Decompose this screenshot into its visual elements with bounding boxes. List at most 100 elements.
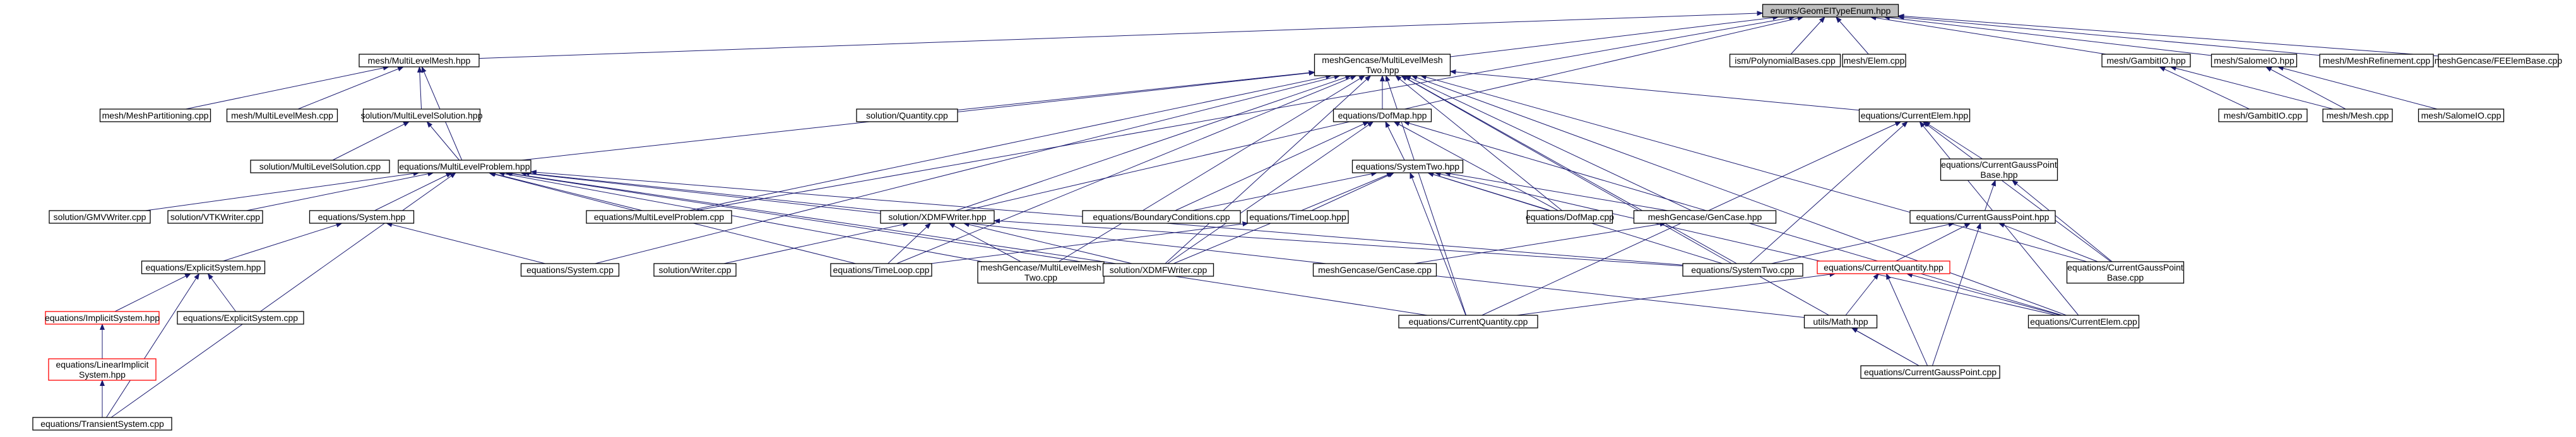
node-feeb[interactable]: meshGencase/FEElemBase.cpp bbox=[2435, 54, 2563, 67]
node-mlm[interactable]: mesh/MultiLevelMesh.hpp bbox=[359, 54, 480, 67]
node-mlsc[interactable]: solution/MultiLevelSolution.cpp bbox=[250, 160, 390, 173]
node-label: Base.cpp bbox=[2107, 272, 2144, 283]
node-box bbox=[49, 210, 151, 224]
node-elem[interactable]: mesh/Elem.cpp bbox=[1842, 54, 1906, 67]
node-bcc[interactable]: equations/BoundaryConditions.cpp bbox=[1082, 210, 1241, 224]
node-root[interactable]: enums/GeomElTypeEnum.hpp bbox=[1762, 4, 1899, 18]
node-box bbox=[830, 263, 932, 277]
edge-cqc-to-cqh bbox=[1516, 272, 1836, 316]
node-sysc[interactable]: equations/System.cpp bbox=[520, 263, 620, 277]
edge-stc-to-ceh bbox=[1749, 121, 1908, 264]
node-tsc[interactable]: equations/TransientSystem.cpp bbox=[32, 417, 172, 431]
node-meshc[interactable]: mesh/Mesh.cpp bbox=[2322, 108, 2393, 122]
node-box bbox=[2066, 261, 2185, 284]
node-box bbox=[586, 210, 732, 224]
edge-bcc-to-sth bbox=[1192, 171, 1378, 211]
node-label: equations/TimeLoop.hpp bbox=[1249, 212, 1346, 222]
node-label: ism/PolynomialBases.cpp bbox=[1735, 55, 1836, 66]
node-stc[interactable]: equations/SystemTwo.cpp bbox=[1682, 263, 1803, 277]
edge-ceh-to-mgmt bbox=[1449, 69, 1860, 111]
node-gmvc[interactable]: solution/GMVWriter.cpp bbox=[49, 210, 151, 224]
edge-cgpbc-to-ceh bbox=[1922, 121, 2111, 262]
node-sysh[interactable]: equations/System.hpp bbox=[309, 210, 415, 224]
edge-tsc-to-esh bbox=[106, 273, 200, 418]
node-cec[interactable]: equations/CurrentElem.cpp bbox=[2027, 315, 2140, 329]
edge-mlsc-to-mlsh bbox=[332, 121, 410, 161]
edge-xdmfc-to-mgmt bbox=[1165, 75, 1372, 264]
node-soh[interactable]: mesh/SalomeIO.hpp bbox=[2211, 54, 2298, 67]
node-box bbox=[167, 210, 263, 224]
node-tlh[interactable]: equations/TimeLoop.hpp bbox=[1247, 210, 1349, 224]
node-box bbox=[177, 311, 304, 325]
node-qc[interactable]: solution/Quantity.cpp bbox=[856, 108, 958, 122]
node-mref[interactable]: mesh/MeshRefinement.cpp bbox=[2319, 54, 2434, 67]
node-box bbox=[48, 358, 157, 381]
node-esh[interactable]: equations/ExplicitSystem.hpp bbox=[141, 260, 266, 274]
edge-bcc-to-dmh bbox=[1175, 121, 1370, 211]
node-cgpc[interactable]: equations/CurrentGaussPoint.cpp bbox=[1860, 365, 2000, 379]
node-xdmfh[interactable]: solution/XDMFWriter.hpp bbox=[880, 210, 995, 224]
node-ism[interactable]: ism/PolynomialBases.cpp bbox=[1729, 54, 1841, 67]
node-box bbox=[32, 417, 172, 431]
node-box bbox=[1633, 210, 1777, 224]
node-sth[interactable]: equations/SystemTwo.hpp bbox=[1351, 160, 1464, 173]
edge-cgph-to-cgpbh bbox=[1984, 180, 1996, 211]
node-box bbox=[226, 108, 338, 122]
node-label: equations/TransientSystem.cpp bbox=[40, 419, 164, 429]
node-gbc[interactable]: mesh/GambitIO.cpp bbox=[2218, 108, 2308, 122]
node-vtkc[interactable]: solution/VTKWriter.cpp bbox=[167, 210, 263, 224]
node-label: equations/LinearImplicit bbox=[56, 359, 148, 370]
node-label: equations/CurrentGaussPoint bbox=[2067, 262, 2183, 272]
node-cqh[interactable]: equations/CurrentQuantity.hpp bbox=[1817, 260, 1950, 274]
node-label: solution/Writer.cpp bbox=[659, 265, 732, 275]
edge-xdmfc-to-mlph bbox=[506, 171, 1117, 264]
node-box bbox=[1247, 210, 1349, 224]
node-ceh[interactable]: equations/CurrentElem.hpp bbox=[1858, 108, 1971, 122]
edge-cqc-to-sth bbox=[1410, 172, 1466, 316]
node-label: equations/SystemTwo.hpp bbox=[1356, 161, 1459, 172]
edge-tlc-to-xdmfh bbox=[887, 223, 932, 264]
node-mlph[interactable]: equations/MultiLevelProblem.hpp bbox=[398, 160, 531, 173]
node-cgph[interactable]: equations/CurrentGaussPoint.hpp bbox=[1909, 210, 2056, 224]
node-tlc[interactable]: equations/TimeLoop.cpp bbox=[830, 263, 932, 277]
node-mlpc[interactable]: equations/MultiLevelProblem.cpp bbox=[586, 210, 732, 224]
node-soc[interactable]: mesh/SalomeIO.cpp bbox=[2418, 108, 2505, 122]
edge-meshc-to-gbh bbox=[2169, 66, 2334, 110]
node-dmc[interactable]: equations/DofMap.cpp bbox=[1526, 210, 1614, 224]
edge-mlm-to-root bbox=[478, 11, 1764, 59]
node-imsh[interactable]: equations/ImplicitSystem.hpp bbox=[45, 311, 160, 325]
node-gch[interactable]: meshGencase/GenCase.hpp bbox=[1633, 210, 1777, 224]
node-mlsh[interactable]: solution/MultiLevelSolution.hpp bbox=[360, 108, 483, 122]
node-mpart[interactable]: mesh/MeshPartitioning.cpp bbox=[99, 108, 211, 122]
node-dmh[interactable]: equations/DofMap.hpp bbox=[1333, 108, 1432, 122]
node-box bbox=[2418, 108, 2505, 122]
node-box bbox=[1940, 158, 2058, 181]
node-esc[interactable]: equations/ExplicitSystem.cpp bbox=[177, 311, 304, 325]
edge-meshc-to-soh bbox=[2265, 66, 2346, 110]
edge-mlph-to-mlsh bbox=[426, 121, 460, 161]
edge-feeb-to-root bbox=[1897, 13, 2439, 57]
node-mlmc[interactable]: mesh/MultiLevelMesh.cpp bbox=[226, 108, 338, 122]
node-xdmfc[interactable]: solution/XDMFWriter.cpp bbox=[1102, 263, 1214, 277]
edge-mlpc-to-mlph bbox=[488, 172, 635, 211]
edge-dmc-to-mgmt bbox=[1395, 75, 1562, 211]
node-box bbox=[1082, 210, 1241, 224]
node-label: solution/Quantity.cpp bbox=[866, 110, 948, 120]
node-mathh[interactable]: utils/Math.hpp bbox=[1803, 315, 1878, 329]
node-label: equations/ExplicitSystem.cpp bbox=[183, 313, 298, 323]
edge-cqc-to-mlph bbox=[504, 171, 1428, 316]
node-wc[interactable]: solution/Writer.cpp bbox=[653, 263, 737, 277]
node-box bbox=[2438, 54, 2559, 67]
node-cqc[interactable]: equations/CurrentQuantity.cpp bbox=[1398, 315, 1538, 329]
node-gcc[interactable]: meshGencase/GenCase.cpp bbox=[1312, 263, 1437, 277]
node-gbh[interactable]: mesh/GambitIO.hpp bbox=[2101, 54, 2191, 67]
edge-tlc-to-tlh bbox=[930, 221, 1249, 264]
node-label: enums/GeomElTypeEnum.hpp bbox=[1771, 6, 1891, 16]
node-box bbox=[398, 160, 531, 173]
edge-wc-to-xdmfh bbox=[723, 222, 910, 264]
